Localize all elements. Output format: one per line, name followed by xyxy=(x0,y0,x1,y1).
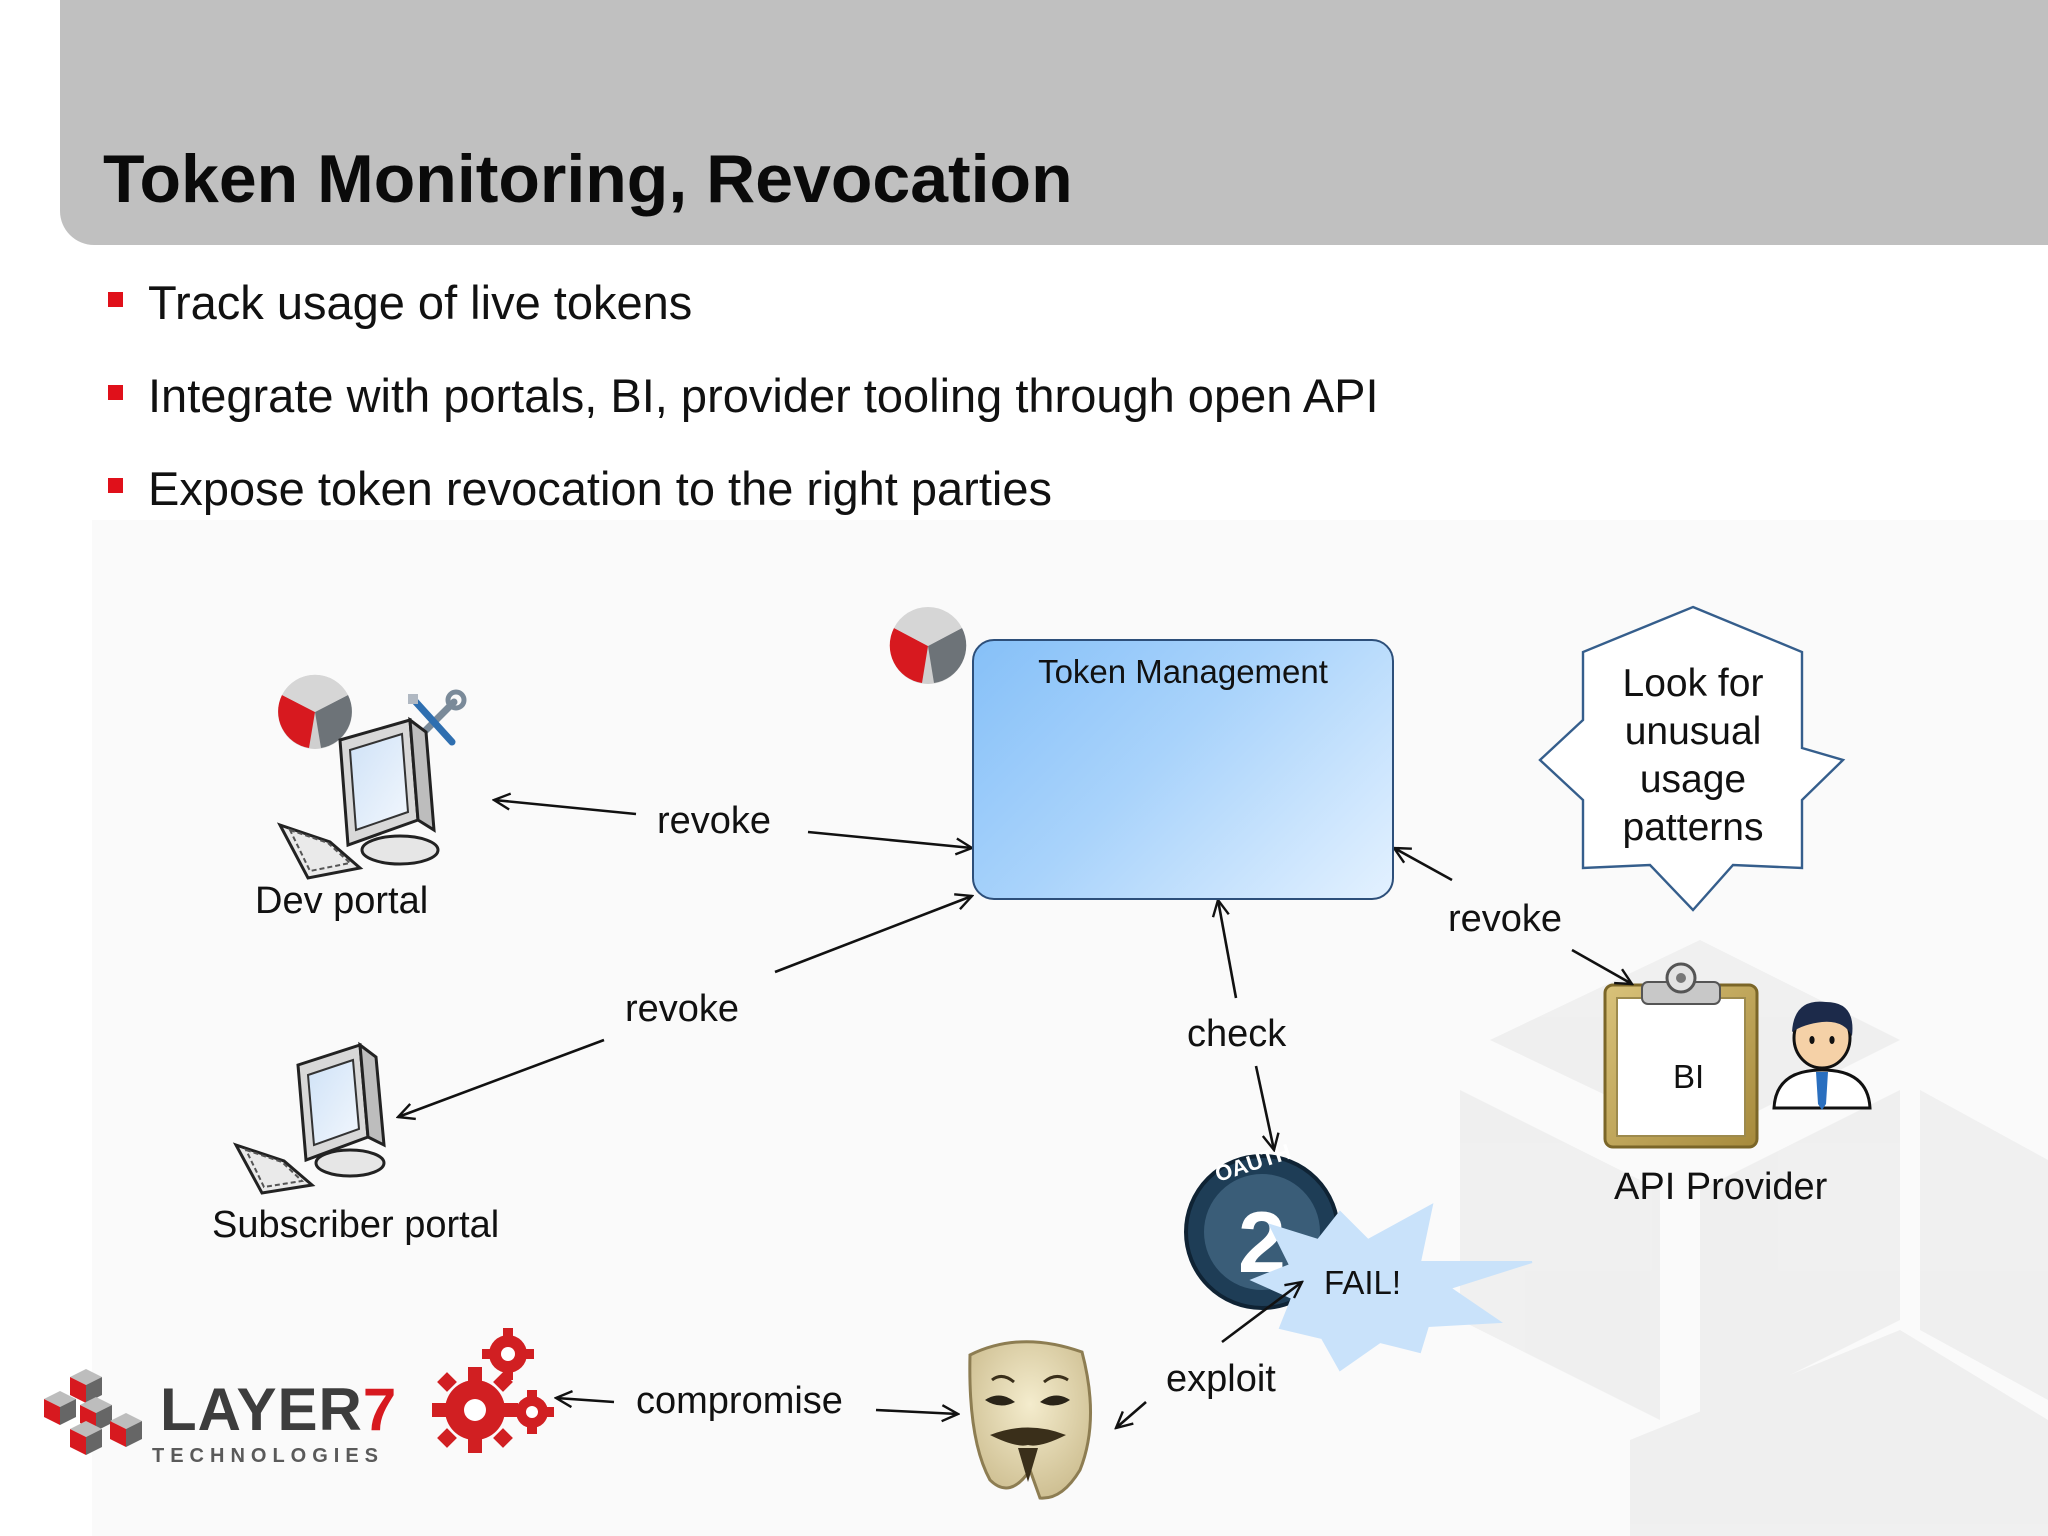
computer-icon xyxy=(232,1041,386,1195)
edge-exploit-mask xyxy=(1116,1401,1147,1428)
bullet-text: Track usage of live tokens xyxy=(148,276,693,329)
layer7-blocks-icon xyxy=(44,1369,142,1455)
edge-check-down xyxy=(1254,1065,1274,1150)
edge-revoke-provider-down xyxy=(1571,948,1632,984)
callout-burst-icon xyxy=(1538,605,1846,912)
callout-line: patterns xyxy=(1622,806,1764,849)
layer7-wordmark: LAYER7 xyxy=(160,1375,397,1444)
bullet-marker-icon xyxy=(108,478,123,493)
edge-label-exploit: exploit xyxy=(1166,1358,1276,1400)
token-management-box: Token Management xyxy=(972,639,1394,900)
edge-revoke-dev-left xyxy=(494,800,637,816)
edge-exploit-fail xyxy=(1221,1282,1302,1344)
api-provider-label: API Provider xyxy=(1614,1166,1828,1208)
bullet-item: Integrate with portals, BI, provider too… xyxy=(105,368,1379,461)
edge-label-revoke-subscriber: revoke xyxy=(625,988,740,1030)
edge-compromise-mask xyxy=(875,1410,958,1414)
edge-revoke-dev-right xyxy=(807,830,972,848)
edge-label-check: check xyxy=(1187,1013,1287,1055)
dev-portal-label: Dev portal xyxy=(255,880,429,922)
layer7-number: 7 xyxy=(362,1376,398,1443)
layer7-word: LAYER xyxy=(160,1376,363,1443)
callout-line: unusual xyxy=(1624,710,1762,753)
bullet-list: Track usage of live tokens Integrate wit… xyxy=(105,275,1379,554)
bullet-marker-icon xyxy=(108,385,123,400)
callout-line: Look for xyxy=(1622,662,1764,705)
bullet-marker-icon xyxy=(108,292,123,307)
bullet-text: Expose token revocation to the right par… xyxy=(148,462,1052,515)
computer-icon xyxy=(276,716,440,880)
layer7-tagline: TECHNOLOGIES xyxy=(152,1445,385,1467)
edge-label-revoke-provider: revoke xyxy=(1448,898,1563,940)
bullet-text: Integrate with portals, BI, provider too… xyxy=(148,369,1379,422)
edge-label-compromise: compromise xyxy=(636,1380,843,1422)
edge-revoke-provider-up xyxy=(1394,848,1453,882)
callout-line: usage xyxy=(1639,758,1747,801)
edge-revoke-subscriber-up xyxy=(774,896,972,974)
layer7-logo: LAYER7 TECHNOLOGIES xyxy=(40,1365,400,1475)
bullet-item: Expose token revocation to the right par… xyxy=(105,461,1379,554)
layer7-cube-icon xyxy=(278,674,352,749)
layer7-cube-icon xyxy=(889,606,967,684)
callout-text: Look for unusual usage patterns xyxy=(1583,660,1803,852)
gears-icon xyxy=(432,1328,554,1453)
edge-compromise-gears xyxy=(556,1398,615,1402)
user-icon xyxy=(1772,1001,1872,1110)
bullet-item: Track usage of live tokens xyxy=(105,275,1379,368)
edge-check-up xyxy=(1218,900,1238,999)
mask-icon xyxy=(968,1340,1092,1500)
edge-revoke-subscriber-down xyxy=(398,1038,605,1117)
header-band xyxy=(60,0,2048,245)
fail-label: FAIL! xyxy=(1324,1264,1402,1301)
bi-label: BI xyxy=(1673,1058,1705,1095)
slide-title: Token Monitoring, Revocation xyxy=(103,141,1073,217)
edge-label-revoke-dev: revoke xyxy=(657,800,772,842)
subscriber-portal-label: Subscriber portal xyxy=(212,1204,500,1246)
clipboard-icon xyxy=(1603,962,1759,1149)
token-management-label: Token Management xyxy=(1038,653,1328,690)
